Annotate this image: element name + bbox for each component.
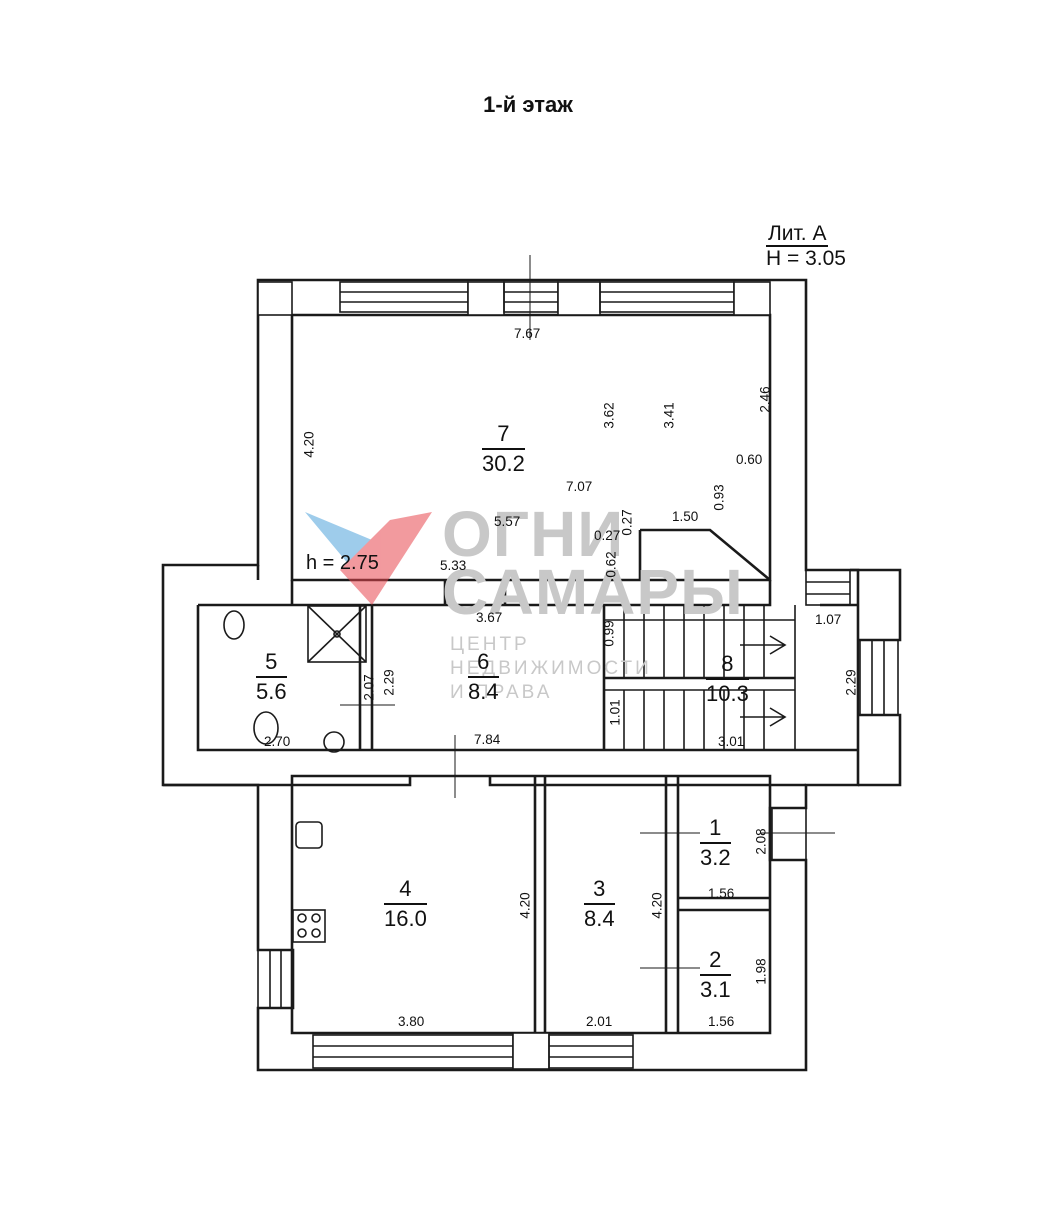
boiler [323,731,345,753]
room-number: 1 [700,814,731,844]
room-8-label: 8 10.3 [706,650,749,708]
room-number: 3 [584,875,615,905]
dim-label: 0.60 [736,452,763,467]
floor-title: 1-й этаж [483,92,573,117]
pier-top-3 [733,281,771,316]
dim-label: 1.56 [708,1014,735,1029]
wall-5-6 [358,605,374,750]
dim-label: 4.20 [649,892,665,919]
dim-label: 0.93 [711,484,727,511]
dim-label: 0.99 [601,620,617,647]
door-room-1 [771,807,807,861]
room-number: 6 [468,648,499,678]
dim-label: 5.33 [440,558,467,573]
room-area: 10.3 [706,681,749,706]
dim-label: 1.50 [672,509,699,524]
room-number: 7 [482,420,525,450]
dim-label: 3.67 [476,610,503,625]
window-left [257,949,294,1009]
dim-label: 7.67 [514,326,541,341]
sink [295,821,323,849]
room-3-label: 3 8.4 [584,875,615,933]
dim-label: 2.07 [361,674,377,701]
room-1-label: 1 3.2 [700,814,731,872]
stove [292,909,326,943]
window-top-mid [503,281,559,313]
room-6-label: 6 8.4 [468,648,499,706]
room-2-label: 2 3.1 [700,946,731,1004]
room-area: 5.6 [256,679,287,704]
room-4-label: 4 16.0 [384,875,427,933]
room-5-6-8-inner-wall [196,580,858,752]
dim-label: 0.62 [603,551,619,578]
dim-label: 2.08 [753,828,769,855]
stair-landing-wedge [640,528,771,581]
room-7-label: 7 30.2 [482,420,525,478]
ceiling-height-note: h = 2.75 [306,552,379,574]
dim-label: 2.29 [381,669,397,696]
room-number: 4 [384,875,427,905]
building-lit: Лит. А [766,222,829,247]
room-area: 8.4 [468,679,499,704]
wall-4-3 [533,776,547,1033]
room-number: 8 [706,650,749,680]
dim-label: 7.07 [566,479,593,494]
dim-label: 3.62 [601,402,617,429]
wall-7-corridor [256,565,507,605]
dim-label: 0.27 [619,509,635,536]
room-number: 5 [256,648,287,678]
dim-label: 2.01 [586,1014,613,1029]
dim-label: 1.07 [815,612,842,627]
room-area: 3.2 [700,845,731,870]
room-area: 3.1 [700,977,731,1002]
room-5-label: 5 5.6 [256,648,287,706]
pier-top-0 [257,281,293,316]
dim-label: 2.70 [264,734,291,749]
dim-label: 3.01 [718,734,745,749]
window-right [859,639,899,716]
wall-3-1 [664,776,770,1033]
dim-label: 4.20 [517,892,533,919]
dim-label: 2.46 [757,386,773,413]
window-right-upper [805,569,851,606]
window-bottom-right [548,1034,634,1069]
dim-label: 1.01 [607,699,623,726]
watermark-logo [305,512,432,605]
dim-label: 1.98 [753,958,769,985]
dim-label: 4.20 [301,431,317,458]
pier-bottom-1 [512,1032,550,1070]
room-area: 30.2 [482,451,525,476]
dim-label: 5.57 [494,514,521,529]
washbasin [253,711,279,745]
dim-label: 2.29 [843,669,859,696]
toilet [223,610,245,640]
shower-tray [307,605,367,663]
stairs [604,605,796,750]
room-number: 2 [700,946,731,976]
room-area: 16.0 [384,906,427,931]
dim-label: 1.56 [708,886,735,901]
window-top-left [339,281,469,313]
window-top-right [599,281,735,313]
building-label: Лит. А H = 3.05 [766,222,846,270]
dim-label: 0.27 [594,528,621,543]
dim-label: 3.80 [398,1014,425,1029]
stair-enclosure [602,605,795,750]
dim-label: 3.41 [661,402,677,429]
corridor-bottom-wall [163,776,806,787]
window-bottom-left [312,1034,514,1069]
dim-label: 7.84 [474,732,501,747]
building-height: H = 3.05 [766,247,846,270]
lower-inner-wall [290,774,772,1035]
pier-top-1 [467,281,505,316]
room-area: 8.4 [584,906,615,931]
pier-top-2 [557,281,601,316]
